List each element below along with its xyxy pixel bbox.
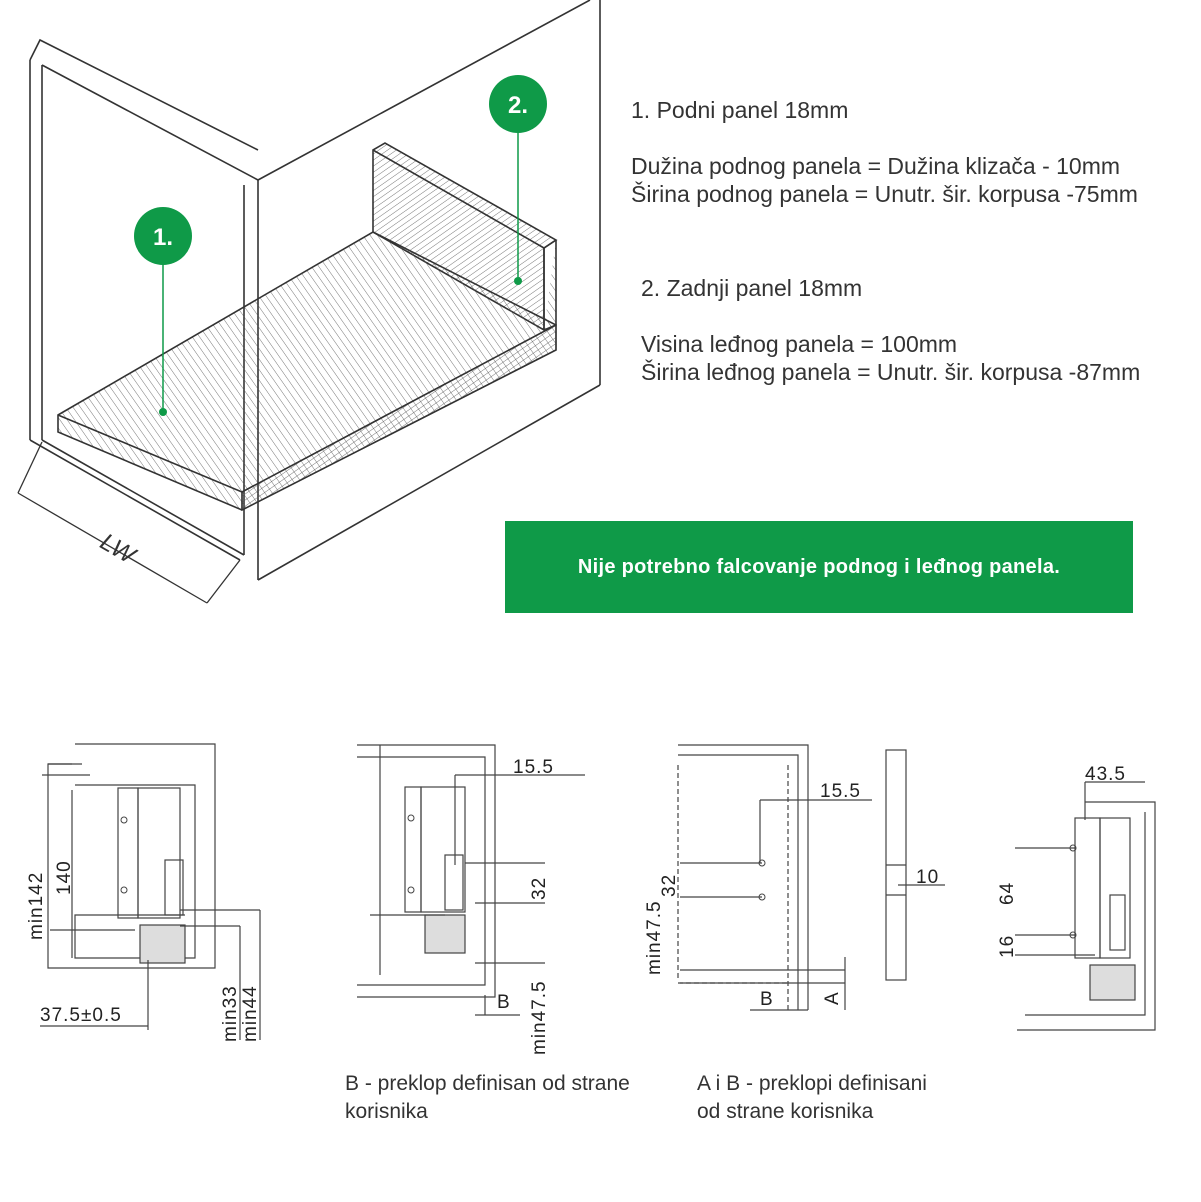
dim-d3-min47: min47.5	[644, 900, 665, 975]
dim-d2-b: B	[497, 992, 511, 1013]
detail-1-diagram: min142 140 37.5±0.5 min33 min44	[26, 743, 261, 1042]
dim-d3-15: 15.5	[820, 781, 861, 802]
panel1-title: 1. Podni panel 18mm	[631, 97, 849, 123]
dim-d3-a: A	[822, 991, 843, 1005]
panel2-height: Visina leđnog panela = 100mm	[641, 331, 958, 357]
callout-2-badge	[489, 75, 547, 133]
detail-3-diagram: 15.5 32 min47.5 B A	[644, 744, 872, 1011]
dim-d1-min142: min142	[26, 872, 47, 940]
dim-d5-43: 43.5	[1085, 764, 1126, 785]
detail-2-diagram: 15.5 32 min47.5 B	[357, 744, 585, 1055]
drawer-isometric-diagram: LW 2. 1.	[17, 0, 601, 604]
dim-d2-32: 32	[529, 877, 550, 900]
panel1-width: Širina podnog panela = Unutr. šir. korpu…	[631, 181, 1138, 207]
dim-d2-min47: min47.5	[529, 980, 550, 1055]
panel2-width: Širina leđnog panela = Unutr. šir. korpu…	[641, 359, 1141, 385]
panel1-length: Dužina podnog panela = Dužina klizača - …	[631, 153, 1121, 179]
dim-d1-37: 37.5±0.5	[40, 1005, 122, 1026]
dim-d1-min33: min33	[220, 985, 241, 1042]
dim-d2-15: 15.5	[513, 757, 554, 778]
info-banner: Nije potrebno falcovanje podnog i leđnog…	[505, 521, 1133, 613]
dim-d5-64: 64	[997, 882, 1018, 905]
info-banner-text: Nije potrebno falcovanje podnog i leđnog…	[577, 555, 1061, 578]
callout-2-label: 2.	[508, 92, 528, 119]
detail-5-diagram: 43.5 64 16	[997, 764, 1156, 1031]
caption-b-line1: B - preklop definisan od strane	[345, 1072, 630, 1095]
dim-d4-10: 10	[916, 867, 939, 888]
detail-4-diagram: 10	[885, 749, 945, 981]
dim-d3-32: 32	[659, 874, 680, 897]
dim-d5-16: 16	[997, 935, 1018, 958]
dim-d1-140: 140	[54, 860, 75, 895]
panel2-title: 2. Zadnji panel 18mm	[641, 275, 863, 301]
callout-1-label: 1.	[153, 224, 173, 251]
dim-d1-min44: min44	[240, 985, 261, 1042]
dim-d3-b: B	[760, 989, 774, 1010]
caption-ab-line2: od strane korisnika	[697, 1100, 874, 1123]
callout-1-badge	[134, 207, 192, 265]
caption-ab-line1: A i B - preklopi definisani	[697, 1072, 927, 1095]
lw-label: LW	[96, 528, 142, 570]
caption-b-line2: korisnika	[345, 1100, 428, 1123]
